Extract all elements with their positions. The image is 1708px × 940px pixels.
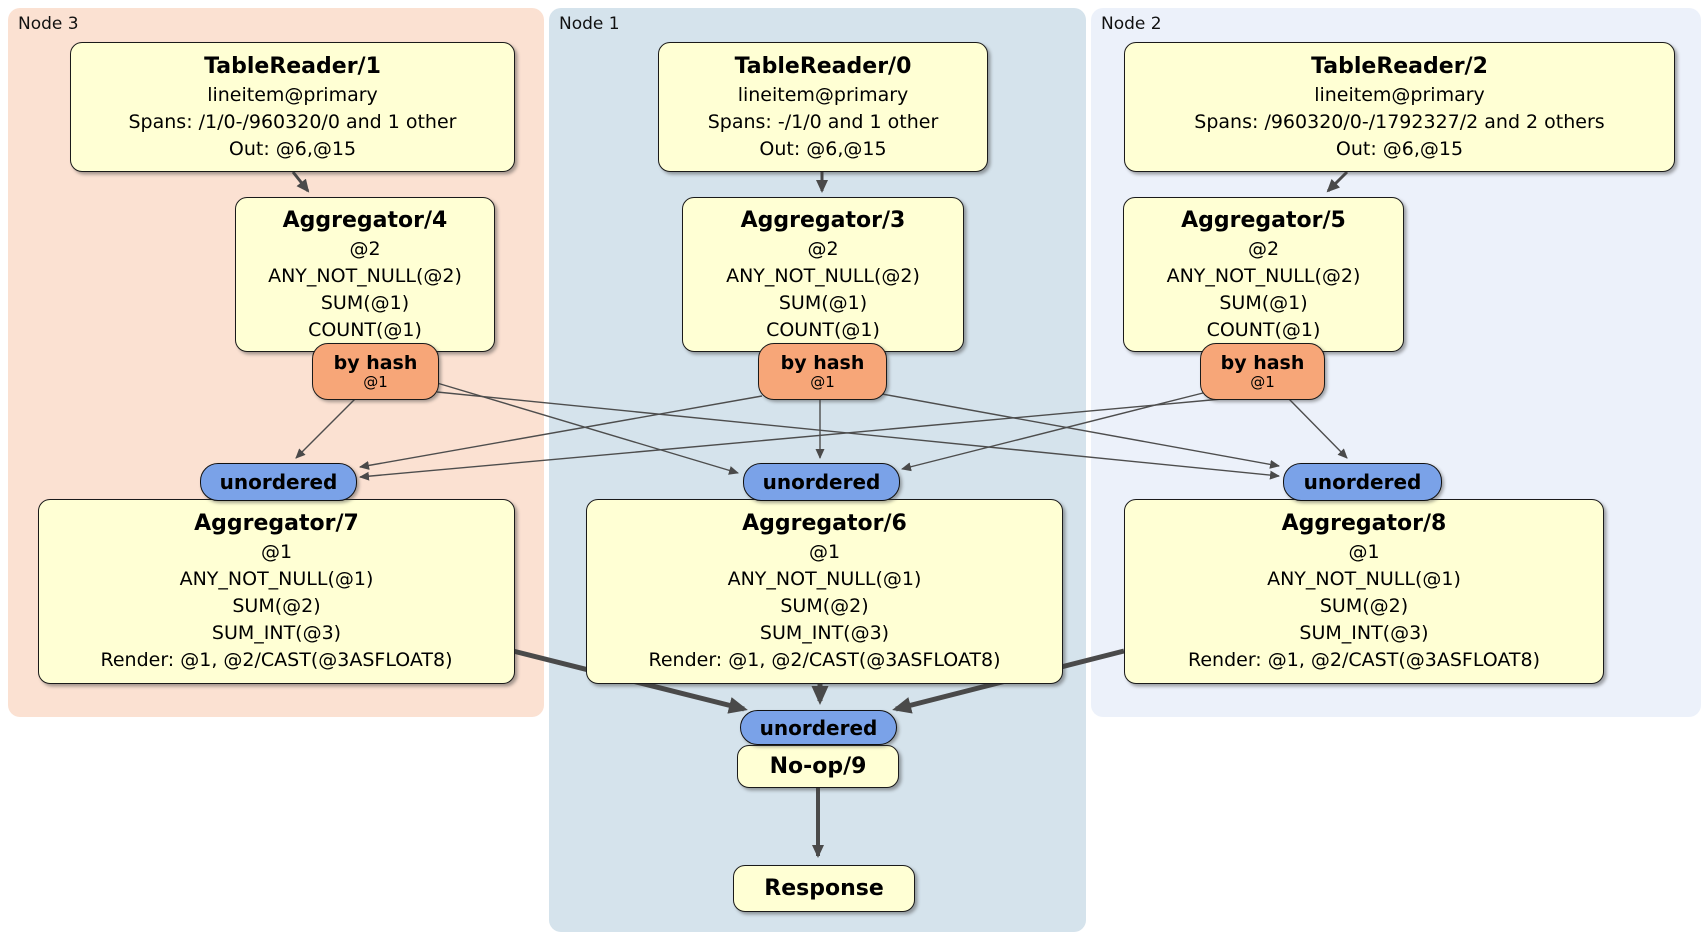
processor-detail: @1 (260, 541, 293, 563)
processor-aggregator-5: Aggregator/5 @2 ANY_NOT_NULL(@2) SUM(@1)… (1123, 197, 1404, 352)
processor-response: Response (733, 865, 915, 912)
processor-title: Aggregator/4 (282, 207, 448, 233)
processor-detail: COUNT(@1) (1206, 318, 1321, 341)
processor-aggregator-8: Aggregator/8 @1 ANY_NOT_NULL(@1) SUM(@2)… (1124, 499, 1604, 684)
processor-detail: lineitem@primary (207, 83, 378, 106)
processor-detail: Out: @6,@15 (759, 137, 887, 160)
stream-label: unordered (1303, 470, 1422, 494)
processor-detail: lineitem@primary (737, 83, 909, 106)
node-label: Node 2 (1101, 14, 1162, 34)
processor-detail: SUM(@2) (232, 595, 321, 617)
processor-aggregator-3: Aggregator/3 @2 ANY_NOT_NULL(@2) SUM(@1)… (682, 197, 964, 352)
processor-detail: ANY_NOT_NULL(@1) (179, 568, 374, 590)
processor-detail: SUM(@1) (778, 291, 868, 314)
processor-detail: ANY_NOT_NULL(@2) (268, 264, 462, 287)
processor-detail: SUM(@2) (1319, 595, 1409, 617)
processor-aggregator-6: Aggregator/6 @1 ANY_NOT_NULL(@1) SUM(@2)… (586, 499, 1063, 684)
processor-aggregator-7: Aggregator/7 @1 ANY_NOT_NULL(@1) SUM(@2)… (38, 499, 515, 684)
processor-title: TableReader/2 (1311, 53, 1488, 79)
processor-detail: ANY_NOT_NULL(@2) (1166, 264, 1361, 287)
processor-detail: SUM_INT(@3) (211, 622, 342, 644)
processor-detail: Render: @1, @2/CAST(@3ASFLOAT8) (100, 649, 453, 671)
stream-label: unordered (219, 470, 338, 494)
stream-label: unordered (762, 470, 881, 494)
router-key: @1 (810, 373, 835, 391)
processor-detail: Spans: /960320/0-/1792327/2 and 2 others (1194, 110, 1605, 133)
processor-title: TableReader/0 (734, 53, 912, 79)
processor-detail: lineitem@primary (1314, 83, 1485, 106)
processor-tablereader-1: TableReader/1 lineitem@primary Spans: /1… (70, 42, 515, 172)
processor-detail: ANY_NOT_NULL(@1) (727, 568, 922, 590)
processor-detail: @1 (808, 541, 841, 563)
processor-detail: @1 (1348, 541, 1380, 563)
processor-tablereader-0: TableReader/0 lineitem@primary Spans: -/… (658, 42, 988, 172)
router-label: by hash (780, 352, 865, 374)
processor-title: TableReader/1 (204, 53, 381, 79)
stream-unordered-final: unordered (740, 710, 897, 745)
processor-title: Aggregator/3 (740, 207, 906, 233)
stream-unordered-node2: unordered (1283, 463, 1442, 501)
processor-detail: COUNT(@1) (308, 318, 422, 341)
stream-label: unordered (759, 715, 878, 740)
processor-detail: Render: @1, @2/CAST(@3ASFLOAT8) (1188, 649, 1540, 671)
processor-detail: SUM_INT(@3) (1299, 622, 1429, 644)
processor-title: Aggregator/6 (742, 511, 907, 536)
processor-detail: SUM(@1) (1219, 291, 1308, 314)
node-label: Node 3 (18, 14, 79, 34)
processor-aggregator-4: Aggregator/4 @2 ANY_NOT_NULL(@2) SUM(@1)… (235, 197, 495, 352)
processor-detail: ANY_NOT_NULL(@1) (1267, 568, 1461, 590)
stream-unordered-node3: unordered (200, 463, 357, 501)
processor-detail: SUM(@2) (780, 595, 869, 617)
processor-detail: Spans: -/1/0 and 1 other (707, 110, 939, 133)
processor-detail: Spans: /1/0-/960320/0 and 1 other (128, 110, 457, 133)
processor-detail: SUM(@1) (320, 291, 410, 314)
processor-tablereader-2: TableReader/2 lineitem@primary Spans: /9… (1124, 42, 1675, 172)
router-by-hash-node3: by hash @1 (312, 343, 439, 400)
processor-detail: Out: @6,@15 (1335, 137, 1464, 160)
processor-title: Response (764, 875, 884, 901)
processor-detail: Out: @6,@15 (228, 137, 357, 160)
processor-detail: Render: @1, @2/CAST(@3ASFLOAT8) (648, 649, 1001, 671)
router-by-hash-node1: by hash @1 (758, 343, 887, 400)
processor-title: Aggregator/7 (194, 511, 359, 536)
router-by-hash-node2: by hash @1 (1200, 343, 1325, 400)
router-key: @1 (1250, 373, 1275, 391)
processor-detail: SUM_INT(@3) (759, 622, 890, 644)
processor-noop-9: No-op/9 (737, 745, 899, 788)
node-label: Node 1 (559, 14, 620, 34)
processor-title: Aggregator/8 (1281, 511, 1447, 536)
processor-detail: ANY_NOT_NULL(@2) (726, 264, 920, 287)
router-label: by hash (333, 352, 418, 374)
processor-title: No-op/9 (769, 753, 867, 779)
processor-detail: @2 (1247, 237, 1280, 260)
router-label: by hash (1220, 352, 1305, 374)
processor-detail: @2 (807, 237, 839, 260)
processor-detail: @2 (349, 237, 381, 260)
stream-unordered-node1: unordered (743, 463, 900, 501)
router-key: @1 (363, 373, 388, 391)
processor-detail: COUNT(@1) (766, 318, 880, 341)
processor-title: Aggregator/5 (1181, 207, 1346, 233)
